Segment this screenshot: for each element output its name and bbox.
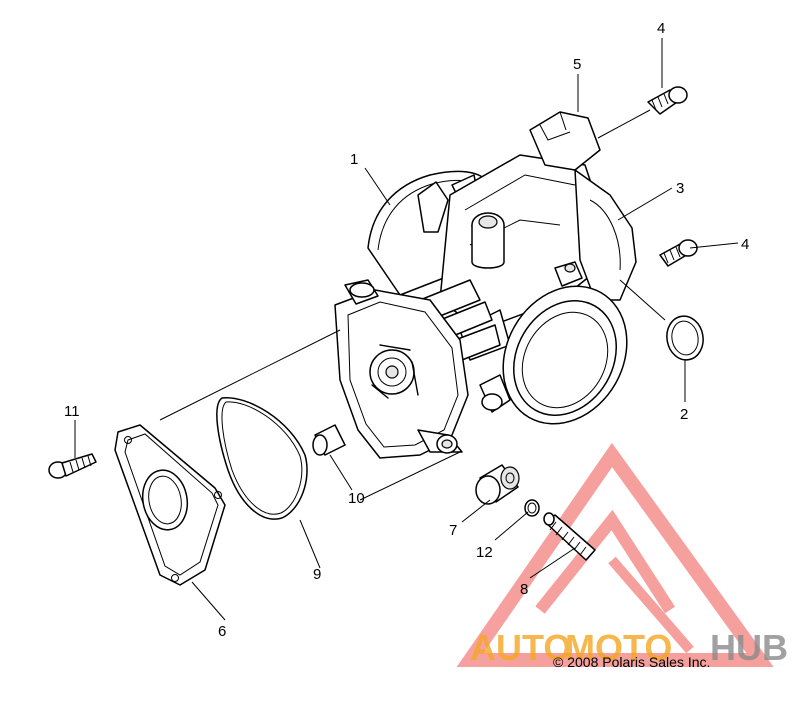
callout-8: 8 xyxy=(520,581,528,598)
spacer-7 xyxy=(475,464,520,505)
front-cover xyxy=(334,279,469,459)
callout-4-right: 4 xyxy=(741,236,749,253)
gasket-9 xyxy=(216,397,308,520)
watermark-logo xyxy=(456,442,774,667)
watermark-word-moto: MOTO xyxy=(565,627,672,668)
callout-10: 10 xyxy=(348,490,365,507)
callout-5: 5 xyxy=(573,56,581,73)
screw-11 xyxy=(48,453,97,479)
outlet-housing xyxy=(502,261,628,425)
leader-lines xyxy=(74,38,739,621)
cover-plate-6 xyxy=(114,424,226,586)
watermark-word-auto: AUTO xyxy=(470,627,571,668)
bolt-4-top xyxy=(647,86,688,115)
callout-12: 12 xyxy=(476,544,493,561)
watermark-text: AUTO MOTO HUB xyxy=(470,627,788,668)
callout-4-top: 4 xyxy=(657,20,665,37)
o-ring-12 xyxy=(524,499,540,517)
callout-6: 6 xyxy=(218,623,226,640)
callout-3: 3 xyxy=(676,180,684,197)
o-ring-2 xyxy=(666,315,704,361)
watermark-word-hub: HUB xyxy=(710,627,788,668)
callout-1: 1 xyxy=(350,151,358,168)
callout-labels: 4 5 1 3 4 2 11 10 7 12 9 8 6 xyxy=(64,20,749,640)
copyright-text: © 2008 Polaris Sales Inc. xyxy=(553,654,710,670)
callout-2: 2 xyxy=(680,406,688,423)
callout-7: 7 xyxy=(449,522,457,539)
stud-8 xyxy=(543,512,596,561)
sleeve-10 xyxy=(312,424,346,456)
callout-11: 11 xyxy=(64,403,80,420)
callout-9: 9 xyxy=(313,566,321,583)
bolt-4-right xyxy=(659,239,698,267)
